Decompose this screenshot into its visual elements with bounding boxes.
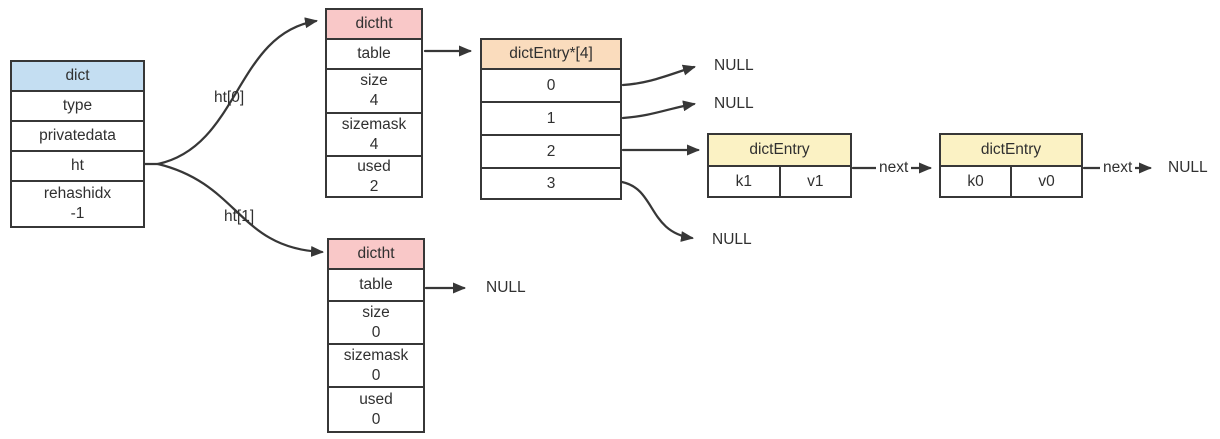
null-label-tail: NULL — [1168, 159, 1208, 176]
field-label: size — [362, 303, 390, 321]
dictht0-row-size: size 4 — [327, 68, 421, 112]
field-value: 4 — [369, 135, 379, 153]
bucket-array-header: dictEntry*[4] — [482, 40, 620, 68]
entry-key: k0 — [967, 172, 984, 190]
dictht0-row-used: used 2 — [327, 155, 421, 196]
entry-value: v0 — [1038, 172, 1055, 190]
dict-row-ht: ht — [12, 150, 143, 180]
entry-key: k1 — [735, 172, 752, 190]
entry0-header: dictEntry — [941, 135, 1081, 165]
entry1-value-cell: v1 — [778, 167, 851, 196]
bucket-slot-1: 1 — [482, 101, 620, 134]
field-label: privatedata — [39, 127, 116, 144]
dict-struct-box: dict type privatedata ht rehashidx -1 — [10, 60, 145, 228]
entry0-cells: k0 v0 — [941, 165, 1081, 196]
entry1-key-cell: k1 — [709, 167, 779, 196]
field-value: 2 — [369, 177, 379, 195]
next-pointer-label-1: next — [876, 157, 912, 178]
field-label: table — [357, 45, 391, 62]
ht0-arrow — [156, 17, 318, 166]
bucket-array-box: dictEntry*[4] 0 1 2 3 — [480, 38, 622, 200]
field-value: 4 — [369, 92, 379, 109]
dictht1-row-size: size 0 — [329, 300, 423, 343]
dict-entry-k1v1-box: dictEntry k1 v1 — [707, 133, 852, 198]
dictht1-row-sizemask: sizemask 0 — [329, 343, 423, 386]
slot0-null-arrow — [621, 64, 696, 87]
ht0-pointer-label: ht[0] — [214, 89, 245, 106]
next-pointer-label-2: next — [1100, 157, 1136, 178]
dictht0-box: dictht table size 4 sizemask 4 used 2 — [325, 8, 423, 198]
dict-title: dict — [65, 67, 90, 84]
dictht1-row-table: table — [329, 268, 423, 300]
field-value: 0 — [371, 366, 381, 384]
field-value: 0 — [371, 410, 381, 428]
dict-entry-k0v0-box: dictEntry k0 v0 — [939, 133, 1083, 198]
slot-index: 0 — [546, 76, 556, 94]
field-label: size — [360, 72, 388, 89]
entry0-value-cell: v0 — [1010, 167, 1081, 196]
ht1-pointer-label: ht[1] — [224, 208, 255, 225]
slot3-null-arrow — [620, 180, 694, 242]
dictht1-title: dictht — [357, 245, 395, 262]
field-label: rehashidx — [43, 185, 112, 202]
field-label: sizemask — [343, 346, 409, 364]
field-label: ht — [71, 157, 84, 174]
dictht0-row-sizemask: sizemask 4 — [327, 112, 421, 155]
entry0-key-cell: k0 — [941, 167, 1010, 196]
bucket-slot-2: 2 — [482, 134, 620, 167]
entry-value: v1 — [807, 172, 824, 190]
entry1-title: dictEntry — [749, 141, 810, 158]
field-label: used — [357, 157, 391, 175]
null-label-table1: NULL — [486, 279, 526, 296]
field-label: sizemask — [341, 115, 407, 133]
entry1-cells: k1 v1 — [709, 165, 850, 196]
null-label-slot0: NULL — [714, 57, 754, 74]
bucket-array-title: dictEntry*[4] — [509, 45, 593, 62]
field-label: table — [359, 276, 393, 293]
bucket-slot-0: 0 — [482, 68, 620, 101]
field-label: used — [359, 390, 393, 408]
slot1-null-arrow — [621, 100, 696, 120]
null-label-slot1: NULL — [714, 95, 754, 112]
ht1-arrow — [156, 162, 324, 257]
entry0-title: dictEntry — [980, 141, 1042, 158]
null-label-slot3: NULL — [712, 231, 752, 248]
dictht1-row-used: used 0 — [329, 386, 423, 431]
field-label: type — [62, 97, 93, 114]
dictht1-header: dictht — [329, 240, 423, 268]
field-value: 0 — [371, 323, 381, 341]
dict-row-privatedata: privatedata — [12, 120, 143, 150]
dict-header: dict — [12, 62, 143, 90]
dictht1-box: dictht table size 0 sizemask 0 used 0 — [327, 238, 425, 433]
field-value: -1 — [70, 205, 85, 222]
dict-row-rehashidx: rehashidx -1 — [12, 180, 143, 226]
dictht0-row-table: table — [327, 38, 421, 68]
slot-index: 3 — [546, 174, 556, 192]
dictht0-title: dictht — [355, 15, 393, 32]
bucket-slot-3: 3 — [482, 167, 620, 198]
slot-index: 2 — [546, 142, 556, 160]
entry1-header: dictEntry — [709, 135, 850, 165]
dict-row-type: type — [12, 90, 143, 120]
dictht0-header: dictht — [327, 10, 421, 38]
slot-index: 1 — [546, 109, 556, 127]
